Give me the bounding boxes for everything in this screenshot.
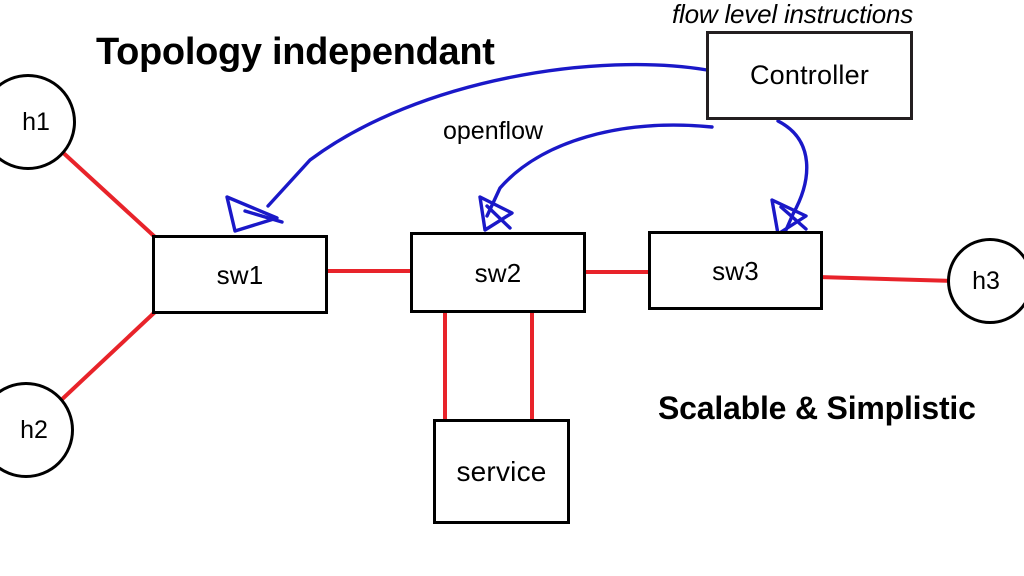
host-node-h2[interactable]: h2 <box>0 382 74 478</box>
link-h2-sw1 <box>55 310 157 406</box>
diagram-title: Topology independant <box>96 31 495 73</box>
service-node[interactable]: service <box>433 419 570 524</box>
data-plane-links <box>55 146 956 421</box>
host-node-h1[interactable]: h1 <box>0 74 76 170</box>
host-node-h3[interactable]: h3 <box>947 238 1024 324</box>
openflow-arrowhead-sw1 <box>225 195 279 233</box>
link-h1-sw1 <box>56 146 157 239</box>
openflow-curve-controller-sw1 <box>266 62 709 208</box>
openflow-arrowhead-sw1-tail <box>243 209 284 224</box>
openflow-label: openflow <box>443 117 544 145</box>
openflow-curve-controller-sw2 <box>485 123 714 218</box>
openflow-arrowhead-sw3 <box>770 198 808 236</box>
service-label: service <box>456 455 547 487</box>
host-label-h3: h3 <box>972 266 1000 295</box>
switch-node-sw1[interactable]: sw1 <box>152 235 328 314</box>
link-sw3-h3 <box>817 275 956 283</box>
controller-node[interactable]: Controller <box>706 31 913 120</box>
openflow-arrowhead-sw2 <box>478 195 514 232</box>
switch-node-sw3[interactable]: sw3 <box>648 231 823 310</box>
switch-label-sw3: sw3 <box>712 255 759 286</box>
switch-node-sw2[interactable]: sw2 <box>410 232 586 313</box>
host-label-h2: h2 <box>20 415 48 444</box>
openflow-arrowhead-sw2-tail <box>485 204 512 230</box>
switch-label-sw1: sw1 <box>216 259 264 290</box>
controller-label: Controller <box>749 60 870 90</box>
flow-level-instructions-label: flow level instructions <box>672 0 914 29</box>
openflow-arrowhead-sw3-tail <box>779 205 808 231</box>
host-label-h1: h1 <box>22 107 50 136</box>
diagram-tagline: Scalable & Simplistic <box>658 390 976 426</box>
switch-label-sw2: sw2 <box>474 257 522 288</box>
control-plane-links <box>225 62 809 236</box>
